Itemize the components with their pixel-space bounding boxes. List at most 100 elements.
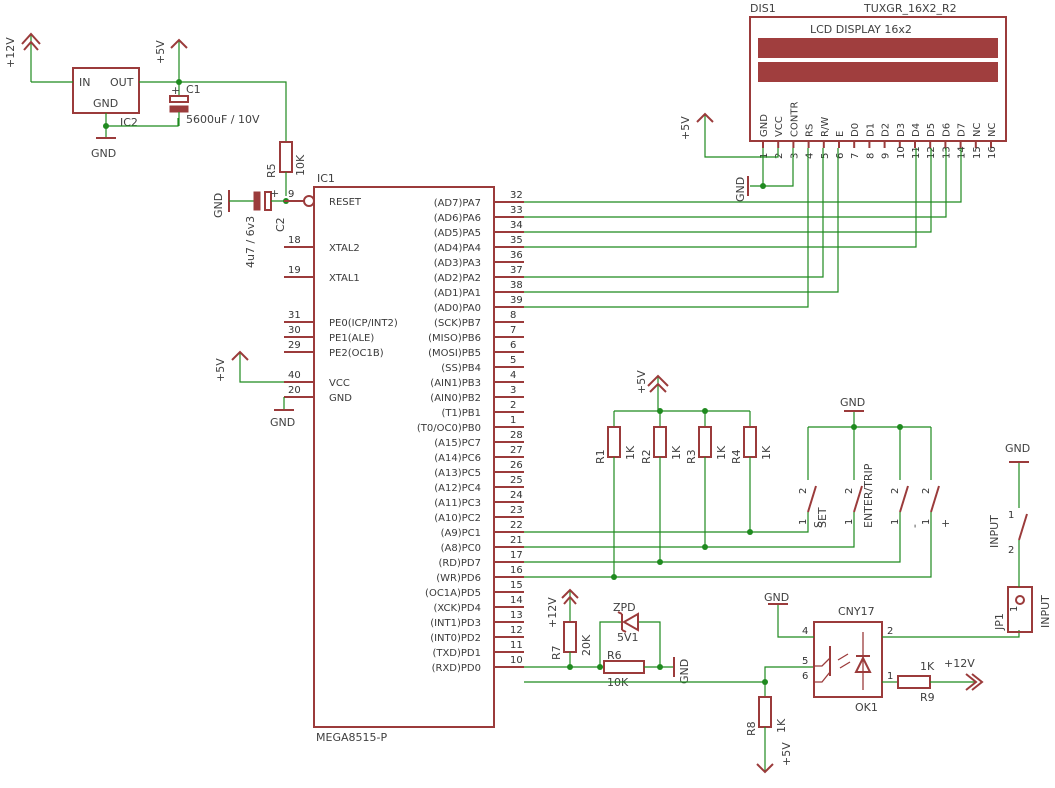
input-switch-label: INPUT bbox=[988, 515, 1001, 548]
ic1-left-pins: RESET9XTAL218XTAL119PE0(ICP/INT2)31PE1(A… bbox=[284, 189, 398, 404]
lcd-pin-label: NC bbox=[987, 123, 998, 137]
r7-value: 20K bbox=[580, 634, 593, 656]
ic1-pin-number: 26 bbox=[510, 460, 523, 471]
gnd-label-switches: GND bbox=[840, 396, 865, 409]
regulator-gnd-label: GND bbox=[93, 97, 118, 110]
supply-p12v-label-r7: +12V bbox=[546, 597, 559, 628]
jp1-label: INPUT bbox=[1039, 595, 1052, 628]
lcd-pin-label: D0 bbox=[850, 123, 861, 137]
lcd-pin-number: 7 bbox=[850, 153, 861, 159]
switch-pin2: 2 bbox=[798, 488, 809, 494]
switch-pin1: 1 bbox=[921, 519, 932, 525]
zener-diode-zpd: ZPD 5V1 bbox=[599, 601, 661, 667]
ic1-pin-label: (SCK)PB7 bbox=[434, 318, 481, 329]
capacitor-c1: + C1 5600uF / 10V bbox=[169, 82, 260, 126]
ic1-pin-label: (A8)PC0 bbox=[441, 543, 481, 554]
ic1-pin-label: (OC1A)PD5 bbox=[425, 588, 481, 599]
input-switch-pin1: 1 bbox=[1008, 510, 1014, 521]
opto-name: CNY17 bbox=[838, 605, 875, 618]
pullup-resistor-value: 1K bbox=[760, 445, 773, 460]
supply-p5v-label-vcc: +5V bbox=[214, 358, 227, 382]
ic1-pin-number: 25 bbox=[510, 475, 523, 486]
ic1-pin-label: VCC bbox=[329, 378, 350, 389]
gnd-label-input: GND bbox=[1005, 442, 1030, 455]
ic1-pin-label: (RD)PD7 bbox=[438, 558, 481, 569]
lcd-pin-number: 14 bbox=[957, 146, 968, 159]
ic1-pin-label: (T1)PB1 bbox=[441, 408, 481, 419]
gnd-label-ic1: GND bbox=[270, 416, 295, 429]
pullup-resistor-value: 1K bbox=[715, 445, 728, 460]
r8-name: R8 bbox=[745, 721, 758, 736]
ic1-pin-label: (AD7)PA7 bbox=[434, 198, 481, 209]
ic1-pin-number: 33 bbox=[510, 205, 523, 216]
resistor-r9: 1K R9 bbox=[897, 660, 935, 704]
c2-name: C2 bbox=[274, 217, 287, 232]
supply-p12v-label: +12V bbox=[4, 37, 17, 68]
c1-name: C1 bbox=[186, 83, 201, 96]
lcd-pin-label: VCC bbox=[774, 116, 785, 137]
lcd-pin-number: 4 bbox=[805, 153, 816, 159]
ic1-pin-label: (WR)PD6 bbox=[436, 573, 481, 584]
ic1-pin-label: PE1(ALE) bbox=[329, 333, 374, 344]
lcd-pin-number: 8 bbox=[865, 153, 876, 159]
ic1-pin-number: 39 bbox=[510, 295, 523, 306]
switch-label: ENTER/TRIP bbox=[862, 463, 875, 528]
ic1-pin-label: (SS)PB4 bbox=[441, 363, 481, 374]
ic1-pin-label: (AD6)PA6 bbox=[434, 213, 481, 224]
ic1-pin-number: 19 bbox=[288, 265, 301, 276]
pullup-resistor-name: R2 bbox=[640, 449, 653, 464]
lcd-pin-number: 15 bbox=[972, 146, 983, 159]
ic1-name: IC1 bbox=[317, 172, 335, 185]
gnd-label-lcd: GND bbox=[734, 177, 747, 202]
lcd-pin-number: 3 bbox=[789, 153, 800, 159]
resistor-r5: R5 10K bbox=[265, 141, 307, 196]
ic1-pin-number: 14 bbox=[510, 595, 523, 606]
supply-p12v-left: +12V bbox=[4, 32, 73, 83]
supply-p5v-label-c1: +5V bbox=[154, 40, 167, 64]
lcd-pin-number: 12 bbox=[926, 146, 937, 159]
lcd-pin-label: R/W bbox=[820, 117, 831, 137]
ic1-pin-number: 18 bbox=[288, 235, 301, 246]
jp1-pin: 1 bbox=[1009, 606, 1020, 612]
ic1-pin-number: 29 bbox=[288, 340, 301, 351]
pushbutton-contact bbox=[807, 485, 817, 513]
lcd-pin-label: NC bbox=[972, 123, 983, 137]
switch-label: SET bbox=[816, 507, 829, 528]
ic1-pin-number: 17 bbox=[510, 550, 523, 561]
opto-part: OK1 bbox=[855, 701, 878, 714]
r5-value: 10K bbox=[294, 154, 307, 176]
ic1-pin-label: (TXD)PD1 bbox=[432, 648, 481, 659]
ic1-pin-label: (AD5)PA5 bbox=[434, 228, 481, 239]
ic1-pin-label: (A14)PC6 bbox=[434, 453, 481, 464]
ic1-pin-number: 3 bbox=[510, 385, 516, 396]
resistor-r8: R8 1K bbox=[745, 696, 788, 736]
c2-value: 4u7 / 6v3 bbox=[244, 216, 257, 268]
ic1-pin-number: 1 bbox=[510, 415, 516, 426]
opto-pin6: 6 bbox=[802, 671, 808, 682]
regulator-in-label: IN bbox=[79, 76, 90, 89]
ic1-pin-number: 2 bbox=[510, 400, 516, 411]
ic1-pin-number: 21 bbox=[510, 535, 523, 546]
ic1-pin-label: (RXD)PD0 bbox=[432, 663, 481, 674]
ic1-mega8515: IC1 MEGA8515-P RESET9XTAL218XTAL119PE0(I… bbox=[284, 172, 524, 744]
ic1-pin-label: (AD2)PA2 bbox=[434, 273, 481, 284]
pullup-resistor-body bbox=[653, 426, 667, 458]
ic1-pin-number: 37 bbox=[510, 265, 523, 276]
ic1-pin-number: 23 bbox=[510, 505, 523, 516]
switch-name: S bbox=[812, 521, 825, 528]
resistor-r7: R7 20K bbox=[550, 621, 593, 660]
ic1-pin-label: (A9)PC1 bbox=[441, 528, 481, 539]
ic1-pin-number: 12 bbox=[510, 625, 523, 636]
svg-text:+: + bbox=[270, 187, 279, 200]
lcd-pin-label: D6 bbox=[941, 123, 952, 137]
pullup-resistor-body bbox=[607, 426, 621, 458]
r5-name: R5 bbox=[265, 163, 278, 178]
lcd-pin-label: E bbox=[835, 131, 846, 137]
ic1-pin-number: 6 bbox=[510, 340, 516, 351]
r7-name: R7 bbox=[550, 645, 563, 660]
ic1-pin-label: GND bbox=[329, 393, 352, 404]
ic1-pin-label: XTAL1 bbox=[329, 273, 360, 284]
ic1-pin-label: (A15)PC7 bbox=[434, 438, 481, 449]
